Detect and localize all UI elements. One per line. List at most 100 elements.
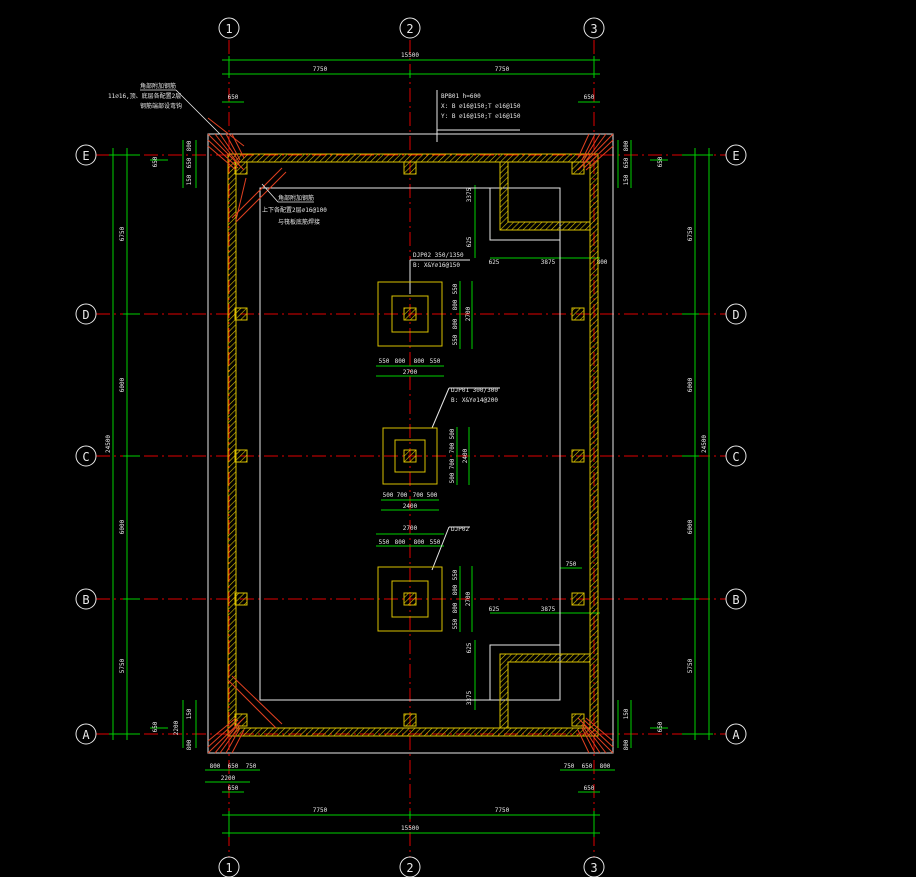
dim-text-cap2-v500a: 500 <box>449 428 456 439</box>
raft-slab-outline <box>207 133 614 754</box>
axis-bubbles <box>75 17 747 877</box>
wall-columns <box>234 161 585 727</box>
dim-text-cap2-2700: 2700 <box>403 525 418 532</box>
dim-text-br-650b: 650 <box>584 785 595 792</box>
dim-text-cap3-v550b: 550 <box>452 618 459 629</box>
ramp-wall-top-hatch <box>500 162 590 230</box>
dim-text-ramp-bottom-625h: 625 <box>489 606 500 613</box>
bubble-label-col-1-top: 1 <box>225 22 232 36</box>
cap2-outer <box>382 427 438 485</box>
dim-text-cap3-550a: 550 <box>379 539 390 546</box>
dim-text-cap3-v800a: 800 <box>452 584 459 595</box>
slab-y-rebar-note: Y: B ⌀16@150;T ⌀16@150 <box>441 113 521 120</box>
slab-title-note: BPB01 h=600 <box>441 93 481 100</box>
dim-text-bl-800: 800 <box>186 739 193 750</box>
annotation-notes: BPB01 h=600 X: B ⌀16@150;T ⌀16@150 Y: B … <box>108 82 521 533</box>
bubble-col-3-bottom <box>583 856 605 877</box>
dim-text-cap1-v550b: 550 <box>452 334 459 345</box>
dim-text-cap1-2700: 2700 <box>403 369 418 376</box>
cap2-title-note: DJP01 300/300 <box>451 387 498 394</box>
dim-text-cap1-v550a: 550 <box>452 283 459 294</box>
column-1A <box>234 713 248 727</box>
dim-text-right-650-bottom: 650 <box>657 721 664 732</box>
bubble-row-A-left <box>75 723 97 745</box>
dim-text-cap1-v800b: 800 <box>452 318 459 329</box>
dim-text-ramp-top-625h: 625 <box>489 259 500 266</box>
bubble-row-A-right <box>725 723 747 745</box>
dim-text-ramp-750: 750 <box>566 561 577 568</box>
bubble-label-col-3-bottom: 3 <box>590 861 597 875</box>
dim-text-ramp-top-3375: 3375 <box>466 187 473 202</box>
bubble-row-D-left <box>75 303 97 325</box>
dim-text-bl-650b: 650 <box>228 785 239 792</box>
dim-text-right-ba: 5750 <box>687 658 694 673</box>
wall-hatch-band <box>227 153 599 737</box>
corner-note-2: 11⌀16,顶、底层各配置2层 <box>108 92 181 100</box>
column-3D <box>571 307 585 321</box>
dim-text-cap1-550b: 550 <box>430 358 441 365</box>
dim-text-bl-650h: 650 <box>228 763 239 770</box>
column-2A <box>403 713 417 727</box>
column-1E <box>234 161 248 175</box>
dim-text-left-total: 24500 <box>105 435 112 453</box>
dim-text-bl-2200h: 2200 <box>221 775 236 782</box>
bubble-row-B-left <box>75 588 97 610</box>
dim-text-cap1-800a: 800 <box>395 358 406 365</box>
dim-text-left-ed: 6750 <box>119 226 126 241</box>
dim-text-tl-650v: 650 <box>186 157 193 168</box>
column-3A <box>571 713 585 727</box>
dim-text-bl-2200: 2200 <box>173 720 180 735</box>
dim-text-tl-150: 150 <box>186 174 193 185</box>
dim-text-cap3-v2700: 2700 <box>465 591 472 606</box>
dim-text-right-total: 24500 <box>701 435 708 453</box>
dim-text-cap3-v550a: 550 <box>452 569 459 580</box>
bubble-col-2-bottom <box>399 856 421 877</box>
bubble-label-row-E-right: E <box>732 149 739 163</box>
cap2-rebar-note: B: X&Y⌀14@200 <box>451 397 498 404</box>
dimension-texts: 15500 7750 7750 7750 7750 15500 24500 67… <box>105 52 708 832</box>
bubble-label-col-1-bottom: 1 <box>225 861 232 875</box>
dim-text-br-800h: 800 <box>600 763 611 770</box>
dim-text-tr-650: 650 <box>584 94 595 101</box>
dim-text-tl-650: 650 <box>228 94 239 101</box>
bubble-label-col-2-top: 2 <box>406 22 413 36</box>
dim-text-cap2-v2400: 2400 <box>462 448 469 463</box>
dim-text-cap3-550b: 550 <box>430 539 441 546</box>
dimension-lines <box>109 56 713 837</box>
cap3-outer <box>377 566 443 632</box>
corner-rebar-bottom-left <box>207 675 283 754</box>
dim-text-top-left: 7750 <box>313 66 328 73</box>
corner-rebar-top-left <box>207 117 287 223</box>
ramp-line-top <box>489 188 560 241</box>
dim-text-bottom-total: 15500 <box>401 825 419 832</box>
bubble-row-D-right <box>725 303 747 325</box>
diag-note-leader <box>261 183 279 203</box>
dim-text-cap3-800b: 800 <box>414 539 425 546</box>
dim-text-ramp-bottom-625v: 625 <box>466 642 473 653</box>
bubble-label-row-C-right: C <box>732 450 739 464</box>
column-1D <box>234 307 248 321</box>
dim-text-cap1-v2700: 2700 <box>465 306 472 321</box>
slab-x-rebar-note: X: B ⌀16@150;T ⌀16@150 <box>441 103 521 110</box>
diag-note-2: 上下各配置2层⌀16@100 <box>262 206 327 214</box>
dim-text-cap2-500a: 500 <box>383 492 394 499</box>
dim-text-cap3-800a: 800 <box>395 539 406 546</box>
dim-text-br-150: 150 <box>623 708 630 719</box>
cap2-inner <box>394 439 426 473</box>
dim-text-cap2-500b: 500 <box>427 492 438 499</box>
corner-note-3: 钢筋端部设弯钩 <box>140 102 182 110</box>
dim-text-br-800: 800 <box>623 739 630 750</box>
dim-text-tl-800: 800 <box>186 140 193 151</box>
corner-note-1: 角部附加钢筋 <box>140 82 176 90</box>
dim-text-right-650-top: 650 <box>657 156 664 167</box>
bubble-row-E-left <box>75 144 97 166</box>
dim-text-ramp-bottom-3375: 3375 <box>466 690 473 705</box>
bubble-col-1-top <box>218 17 240 39</box>
corner-rebar-bottom-right <box>577 717 614 754</box>
bubble-label-col-3-top: 3 <box>590 22 597 36</box>
dim-text-ramp-top-625v: 625 <box>466 236 473 247</box>
column-2D <box>403 307 417 321</box>
cap1-title-note: DJP02 350/1350 <box>413 252 464 259</box>
pile-cap-columns <box>403 307 417 606</box>
